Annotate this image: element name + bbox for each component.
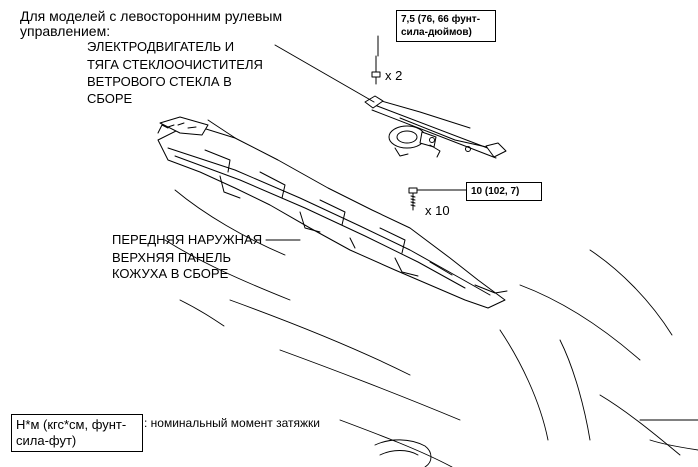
cowl-panel-label-line: КОЖУХА В СБОРЕ bbox=[112, 266, 229, 281]
wiper-motor-label-line: ЭЛЕКТРОДВИГАТЕЛЬ И bbox=[87, 39, 235, 54]
legend-unit-line: Н*м (кгс*см, фунт- bbox=[16, 417, 127, 432]
torque-spec-line: сила-дюймов) bbox=[401, 27, 472, 38]
cowl-panel-label-line: ВЕРХНЯЯ ПАНЕЛЬ bbox=[112, 250, 232, 265]
cowl-bolt-icon bbox=[408, 187, 418, 211]
wiper-motor-label-line: СБОРЕ bbox=[87, 91, 133, 106]
cowl-top-panel bbox=[157, 116, 508, 309]
legend-unit-line: сила-фут) bbox=[16, 433, 77, 448]
legend-description: : номинальный момент затяжки bbox=[144, 416, 320, 430]
quantity-cowl-bolts: x 10 bbox=[425, 203, 450, 218]
leader-lines bbox=[265, 35, 467, 241]
torque-spec-line: 7,5 (76, 66 фунт- bbox=[401, 14, 481, 25]
wiper-motor-and-link bbox=[364, 95, 507, 159]
quantity-wiper-bolts: x 2 bbox=[385, 68, 403, 83]
diagram-title-line-2: управлением: bbox=[20, 23, 111, 39]
wiper-bolt-icon bbox=[371, 55, 381, 85]
wiper-motor-label-line: ВЕТРОВОГО СТЕКЛА В bbox=[87, 74, 232, 89]
diagram-title-line-1: Для моделей с левосторонним рулевым bbox=[20, 8, 283, 24]
wiper-motor-label-line: ТЯГА СТЕКЛООЧИСТИТЕЛЯ bbox=[87, 57, 263, 72]
torque-spec-cowl: 10 (102, 7) bbox=[466, 182, 542, 201]
cowl-panel-label-line: ПЕРЕДНЯЯ НАРУЖНАЯ bbox=[112, 232, 263, 247]
torque-spec-wiper: 7,5 (76, 66 фунт- сила-дюймов) bbox=[396, 10, 496, 42]
legend-torque-unit-box: Н*м (кгс*см, фунт- сила-фут) bbox=[11, 414, 143, 452]
torque-spec-line: 10 (102, 7) bbox=[471, 186, 520, 197]
vehicle-body-outline bbox=[164, 119, 698, 467]
